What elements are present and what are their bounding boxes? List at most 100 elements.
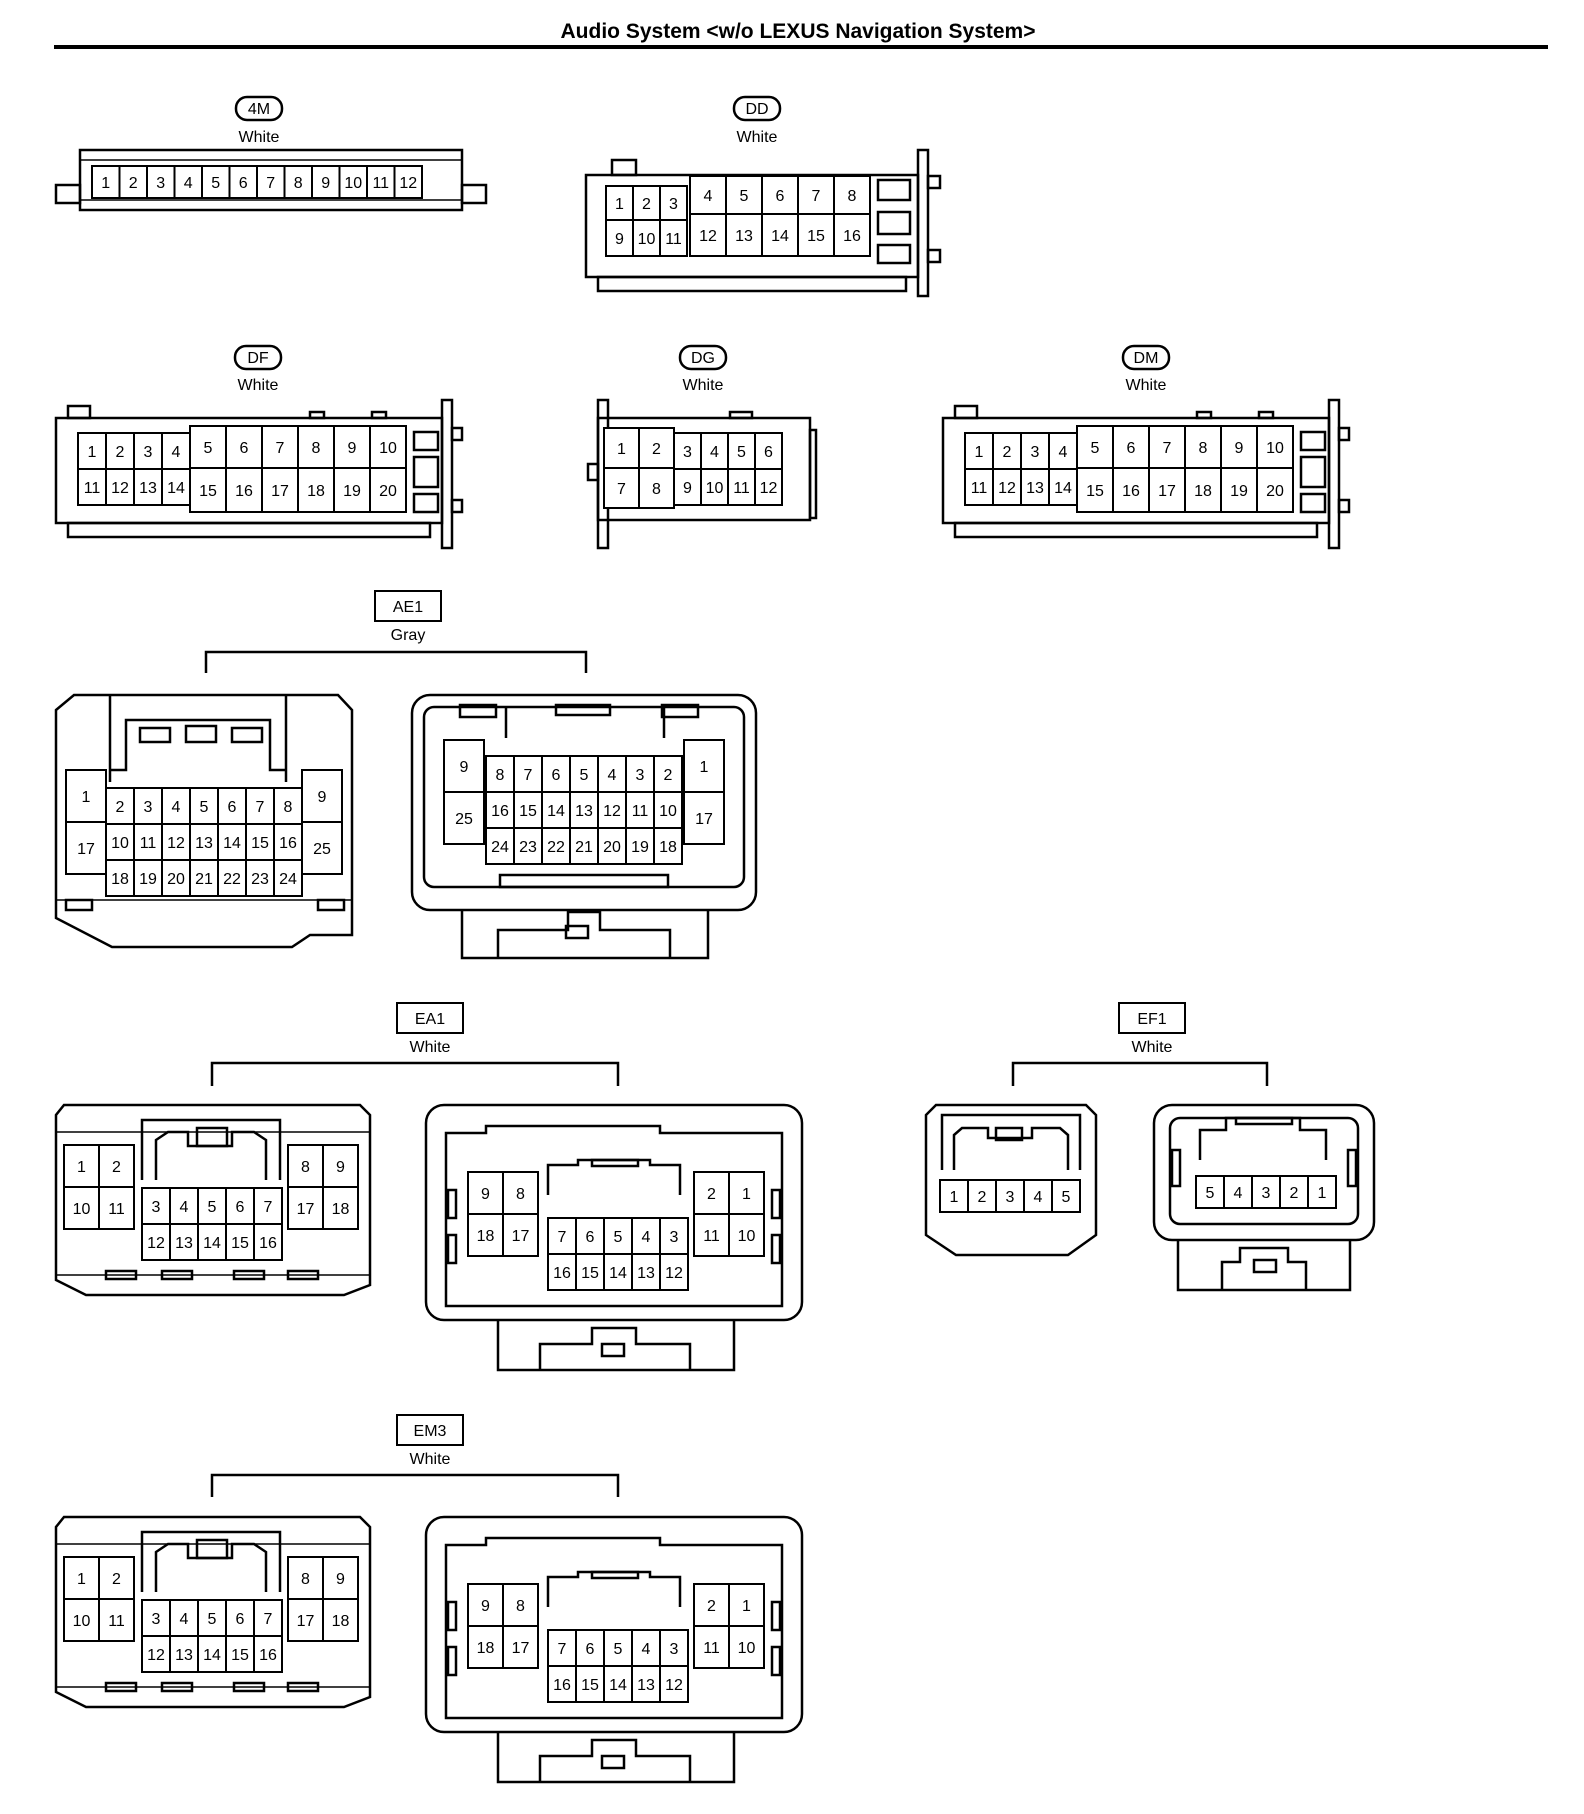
- pin-number: 24: [491, 839, 509, 856]
- connector-label-dm: DM White: [1121, 344, 1171, 394]
- pin-number: 24: [279, 871, 297, 888]
- pin-cell: 3: [659, 1629, 689, 1667]
- pin-cell: 3: [625, 755, 655, 793]
- pin-cell: 15: [797, 213, 835, 257]
- pin-number: 12: [167, 835, 185, 852]
- pin-number: 5: [204, 440, 213, 457]
- pin-frame: [597, 755, 627, 793]
- pin-cell: 3: [995, 1179, 1025, 1213]
- pin-cell: 15: [575, 1665, 605, 1703]
- pin-cell: 1: [63, 1556, 100, 1600]
- pin-cell: 7: [547, 1629, 577, 1667]
- pin-frame: [683, 791, 725, 845]
- pin-frame: [1023, 1179, 1053, 1213]
- pin-cell: 16: [833, 213, 871, 257]
- pin-cell: 12: [141, 1635, 171, 1673]
- pin-frame: [98, 1556, 135, 1600]
- connector-id: DD: [745, 101, 768, 118]
- connector-id: DG: [691, 350, 715, 367]
- pin-cell: 4: [169, 1599, 199, 1637]
- pin-number: 17: [271, 483, 289, 500]
- connector-color: White: [410, 1039, 451, 1056]
- pin-frame: [502, 1213, 539, 1257]
- pin-number: 2: [978, 1189, 987, 1206]
- pin-number: 5: [1062, 1189, 1071, 1206]
- pin-cell: 18: [1184, 467, 1222, 513]
- pin-number: 2: [1290, 1185, 1299, 1202]
- pin-number: 5: [614, 1641, 623, 1658]
- pin-number: 15: [581, 1677, 599, 1694]
- pin-number: 1: [700, 759, 709, 776]
- pin-number: 4: [642, 1229, 651, 1246]
- pin-number: 11: [971, 480, 988, 497]
- pin-cell: 5: [1195, 1175, 1225, 1209]
- pin-number: 16: [235, 483, 253, 500]
- pin-number: 14: [771, 228, 789, 245]
- pin-cell: 7: [253, 1599, 283, 1637]
- pin-cell: 3: [133, 787, 163, 825]
- pin-frame: [369, 467, 407, 513]
- pin-number: 8: [848, 188, 857, 205]
- pin-frame: [673, 468, 702, 506]
- pin-frame: [141, 1599, 171, 1637]
- pin-cell: 2: [992, 432, 1022, 470]
- pin-frame: [502, 1583, 539, 1627]
- pin-frame: [322, 1186, 359, 1230]
- pin-cell: 16: [253, 1635, 283, 1673]
- pin-cell: 7: [797, 175, 835, 215]
- pin-cell: 3: [141, 1599, 171, 1637]
- connector-color: White: [238, 377, 279, 394]
- pin-cell: 14: [197, 1223, 227, 1261]
- pin-cell: 2: [98, 1556, 135, 1600]
- pin-number: 4: [180, 1611, 189, 1628]
- pin-frame: [1184, 425, 1222, 469]
- pin-cell: 16: [225, 467, 263, 513]
- pin-cell: 17: [502, 1625, 539, 1669]
- pin-number: 17: [512, 1228, 530, 1245]
- pin-number: 14: [1054, 480, 1072, 497]
- pin-frame: [631, 1253, 661, 1291]
- pin-number: 9: [481, 1186, 490, 1203]
- pin-cell: 5: [189, 425, 227, 469]
- pin-frame: [443, 791, 485, 845]
- pin-cell: 24: [485, 827, 515, 865]
- pin-frame: [1051, 1179, 1081, 1213]
- pin-number: 4: [704, 188, 713, 205]
- pin-cell: 4: [161, 432, 191, 470]
- pin-cell: 5: [1076, 425, 1114, 469]
- pin-frame: [597, 791, 627, 829]
- pin-frame: [939, 1179, 969, 1213]
- pin-cell: 24: [273, 859, 303, 897]
- pin-frame: [322, 1556, 359, 1600]
- pin-cell: 12: [161, 823, 191, 861]
- pin-cell: 2: [638, 427, 675, 469]
- pin-number: 11: [108, 1613, 125, 1630]
- pin-frame: [65, 821, 107, 875]
- pin-number: 9: [348, 440, 357, 457]
- pin-number: 21: [575, 839, 593, 856]
- pin-number: 7: [276, 440, 285, 457]
- pin-number: 7: [558, 1229, 567, 1246]
- pin-cell: 11: [366, 165, 396, 199]
- connector-id: DM: [1134, 350, 1159, 367]
- pin-number: 12: [665, 1677, 683, 1694]
- pin-cell: 5: [1051, 1179, 1081, 1213]
- pin-number: 18: [477, 1228, 495, 1245]
- pin-number: 2: [129, 175, 138, 192]
- pin-frame: [631, 1665, 661, 1703]
- pin-cell: 12: [992, 468, 1022, 506]
- pin-frame: [1256, 425, 1294, 469]
- pin-number: 18: [332, 1201, 350, 1218]
- pin-number: 20: [603, 839, 621, 856]
- pin-number: 16: [553, 1677, 571, 1694]
- pin-number: 15: [231, 1235, 249, 1252]
- pin-number: 8: [516, 1186, 525, 1203]
- connector-color: White: [239, 129, 280, 146]
- pin-number: 1: [742, 1186, 751, 1203]
- pin-frame: [287, 1186, 324, 1230]
- pin-frame: [322, 1144, 359, 1188]
